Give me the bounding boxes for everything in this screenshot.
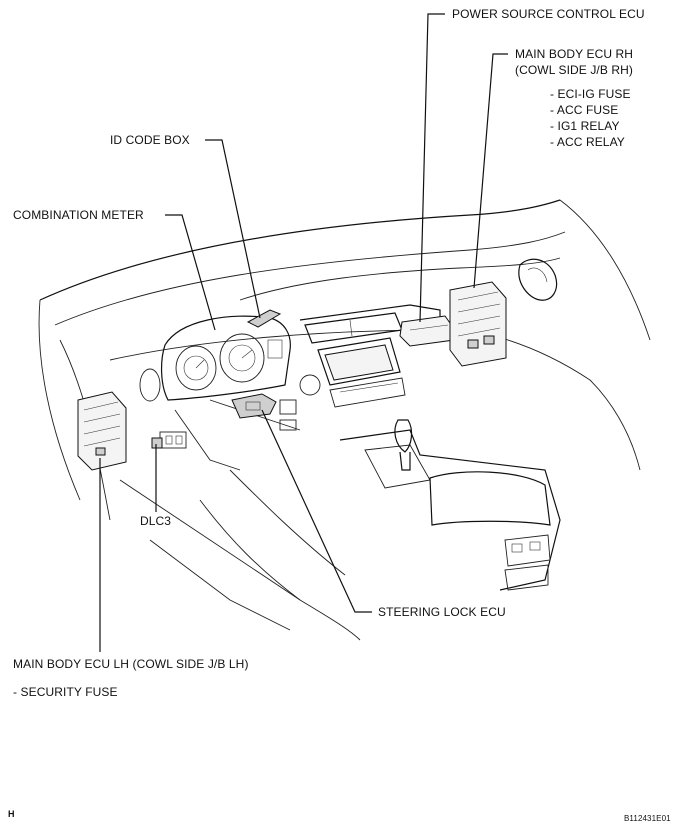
- label-power-source-control-ecu: POWER SOURCE CONTROL ECU: [452, 7, 645, 21]
- label-rh-item-acc-relay: - ACC RELAY: [550, 135, 625, 149]
- label-main-body-ecu-rh: MAIN BODY ECU RH: [515, 47, 634, 61]
- label-steering-lock-ecu: STEERING LOCK ECU: [378, 605, 506, 619]
- label-id-code-box: ID CODE BOX: [110, 133, 190, 147]
- label-main-body-ecu-lh: MAIN BODY ECU LH (COWL SIDE J/B LH): [13, 657, 249, 671]
- label-rh-item-acc-fuse: - ACC FUSE: [550, 103, 619, 117]
- label-dlc3: DLC3: [140, 514, 172, 528]
- figure-code: B112431E01: [624, 814, 671, 823]
- label-rh-item-eci-ig-fuse: - ECI-IG FUSE: [550, 87, 631, 101]
- label-cowl-side-jb-rh: (COWL SIDE J/B RH): [515, 63, 634, 77]
- label-combination-meter: COMBINATION METER: [13, 208, 144, 222]
- corner-letter: H: [8, 809, 15, 819]
- label-security-fuse: - SECURITY FUSE: [13, 685, 118, 699]
- label-rh-item-ig1-relay: - IG1 RELAY: [550, 119, 620, 133]
